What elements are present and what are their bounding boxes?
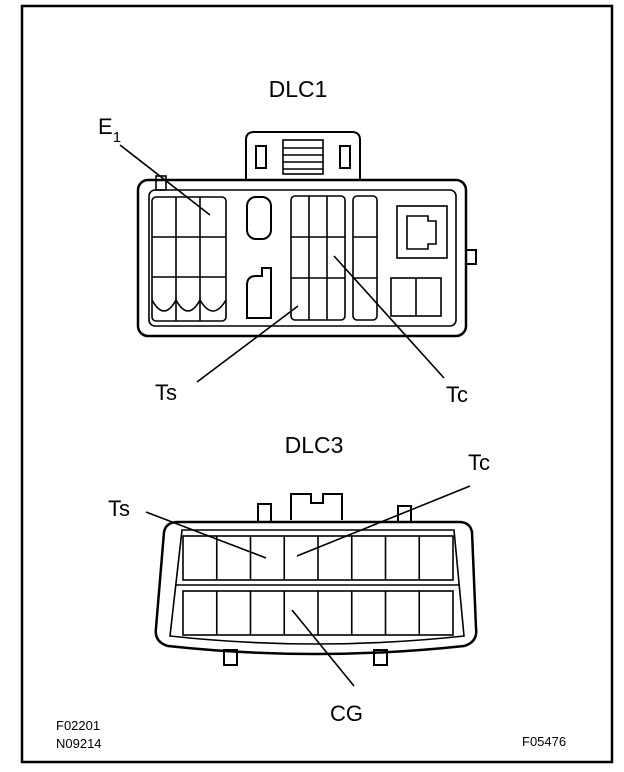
dlc1-terminal-column-right xyxy=(352,195,378,321)
dlc1-terminal-block-left xyxy=(151,196,227,322)
dlc3-leg-right xyxy=(373,649,388,666)
dlc3-inner-outline xyxy=(169,529,465,645)
dlc3-group: DLC3 xyxy=(108,432,490,726)
dlc1-title: DLC1 xyxy=(269,76,328,102)
dlc3-housing xyxy=(154,520,478,656)
dlc1-side-nub xyxy=(465,249,477,265)
dlc1-small-cells xyxy=(390,277,442,317)
dlc1-terminal-block-middle xyxy=(290,195,346,321)
dlc3-ts-label: Ts xyxy=(108,496,130,521)
dlc3-title: DLC3 xyxy=(285,432,344,458)
dlc3-ts-leader xyxy=(145,511,267,559)
dlc3-leg-left xyxy=(223,649,238,666)
dlc1-keyed-socket xyxy=(396,205,448,259)
figure-code-right: F05476 xyxy=(522,734,566,749)
dlc3-tc-label: Tc xyxy=(468,450,490,475)
dlc3-pin-row-upper xyxy=(182,535,454,581)
dlc3-tc-leader xyxy=(296,485,471,557)
dlc1-key-slot-lower xyxy=(246,267,272,319)
dlc1-tc-label: Tc xyxy=(446,382,468,407)
dlc1-ts-label: Ts xyxy=(155,380,177,405)
dlc1-key-slot-upper xyxy=(246,196,272,240)
dlc3-cg-label: CG xyxy=(330,701,363,726)
dlc1-e1-label: E1 xyxy=(98,114,121,146)
dlc1-group: DLC1 xyxy=(98,76,477,407)
dlc1-latch-slot-left xyxy=(255,145,267,169)
dlc3-cg-leader xyxy=(291,609,355,687)
dlc3-top-tab xyxy=(290,493,343,520)
dlc1-tc-leader xyxy=(333,255,445,379)
figure-code-line-1: F02201 xyxy=(56,718,100,733)
dlc1-latch-grip xyxy=(282,139,324,175)
dlc1-ts-leader xyxy=(196,305,299,383)
figure-code-line-2: N09214 xyxy=(56,736,102,751)
dlc3-pin-row-lower xyxy=(182,590,454,636)
dlc1-e1-leader xyxy=(119,144,211,216)
dlc1-latch xyxy=(245,131,361,180)
dlc1-latch-slot-right xyxy=(339,145,351,169)
dlc1-inner-panel xyxy=(148,189,457,327)
